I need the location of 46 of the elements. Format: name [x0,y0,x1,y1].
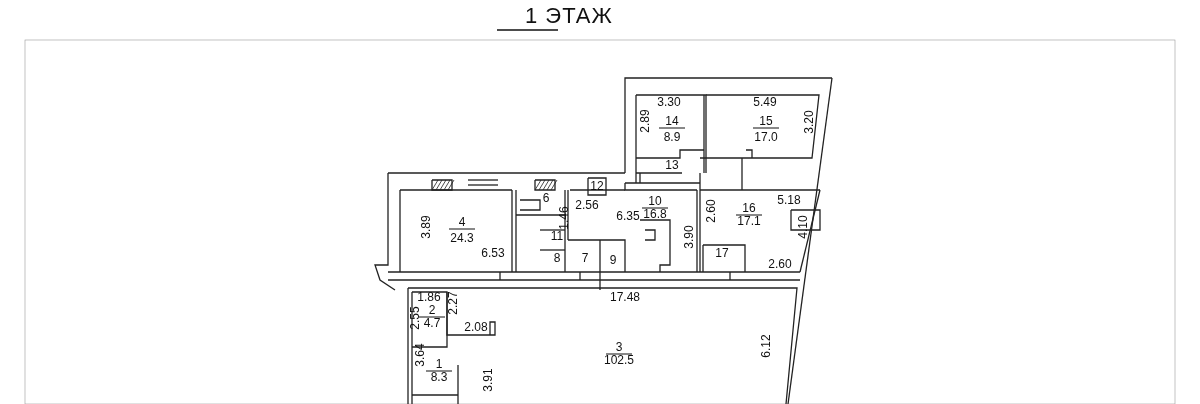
dimension-label: 9 [609,254,617,266]
room-number: 15 [759,115,773,127]
dimension-label: 13 [665,159,679,171]
room-area: 8.3 [430,371,448,383]
dimension-label: 2.56 [575,199,599,211]
dimension-label: 1.46 [558,206,570,230]
dimension-label: 6.12 [760,334,772,358]
dimension-label: 2.55 [409,306,421,330]
room-number: 2 [428,304,436,316]
room-area: 102.5 [604,354,634,366]
room-number: 10 [648,195,662,207]
dimension-label: 6.35 [616,210,640,222]
dimension-label: 2.27 [447,291,459,315]
dimension-label: 17.48 [610,291,640,303]
dimension-label: 2.89 [639,109,651,133]
room-area: 8.9 [663,131,681,143]
room-number: 1 [435,358,443,370]
dimension-label: 8 [553,252,561,264]
dimension-label: 3.90 [683,225,695,249]
dimension-label: 11 [550,230,564,242]
dimension-label: 3.89 [420,215,432,239]
room-area: 24.3 [450,232,474,244]
room-number: 3 [615,341,623,353]
dimension-label: 1.86 [417,291,441,303]
dimension-label: 2.60 [705,199,717,223]
dimension-label: 3.30 [657,96,681,108]
dimension-label: 3.20 [803,110,815,134]
dimension-label: 5.49 [753,96,777,108]
dimension-label: 5.18 [777,194,801,206]
room-area: 17.1 [737,215,761,227]
room-number: 16 [742,202,756,214]
room-number: 4 [458,216,466,228]
dimension-label: 17 [715,247,729,259]
dimension-label: 2.60 [768,258,792,270]
dimension-label: 4.10 [797,215,809,239]
room-area: 16.8 [643,208,667,220]
dimension-label: 6.53 [481,247,505,259]
dimension-label: 6 [542,192,550,204]
room-area: 4.7 [423,317,441,329]
room-number: 14 [665,115,679,127]
dimension-label: 7 [581,252,589,264]
room-area: 17.0 [754,131,778,143]
dimension-label: 3.64 [414,343,426,367]
floor-title: 1 ЭТАЖ [525,3,613,29]
dimension-label: 2.08 [464,321,488,333]
dimension-label: 3.91 [482,368,494,392]
